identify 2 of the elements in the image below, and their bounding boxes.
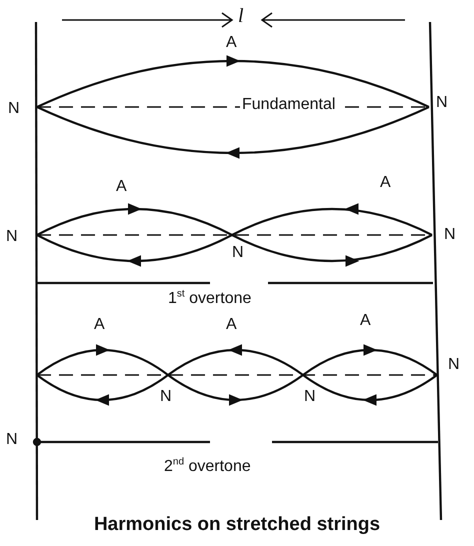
caption: Harmonics on stretched strings — [94, 514, 380, 535]
symbol-label: l — [236, 7, 246, 25]
